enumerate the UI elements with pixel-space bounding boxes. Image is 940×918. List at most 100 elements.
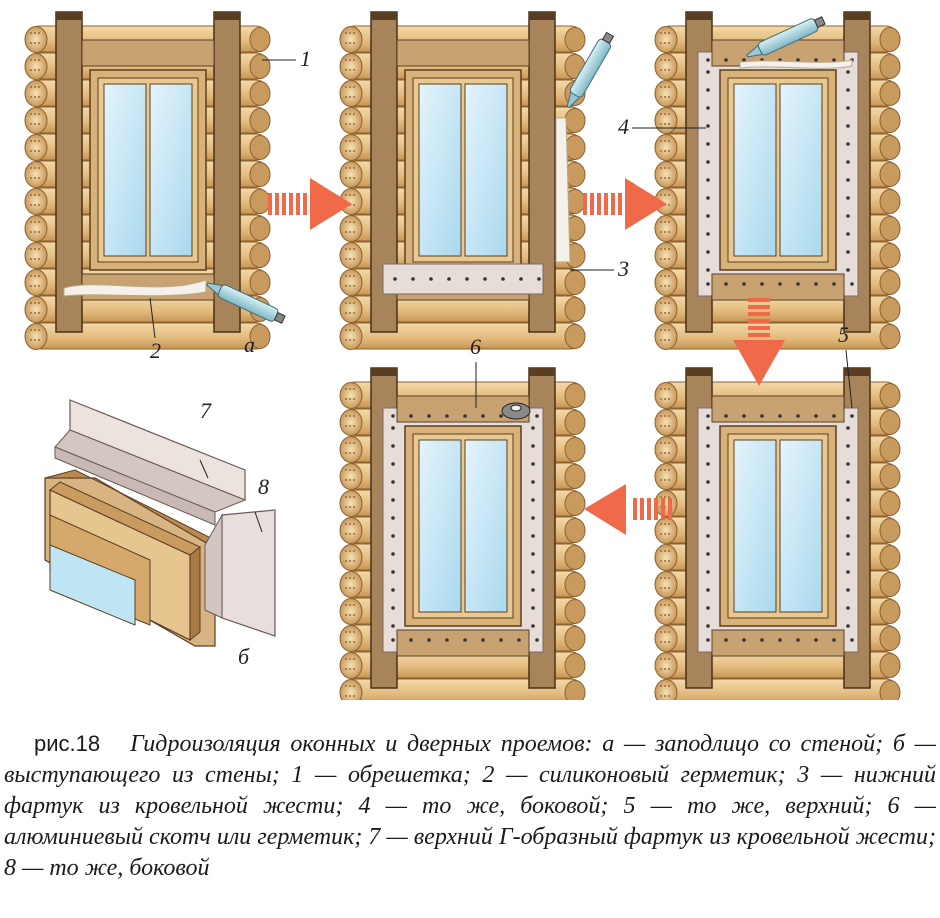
detail-b: [44, 399, 276, 647]
log-end: [654, 679, 678, 700]
log-grain: [664, 641, 666, 643]
log-grain: [353, 560, 355, 562]
log-end: [339, 296, 363, 323]
log-grain: [349, 329, 351, 331]
log-grain: [30, 167, 32, 169]
log-end: [339, 436, 363, 463]
log-grain: [34, 231, 36, 233]
log-grain: [660, 560, 662, 562]
nail: [391, 606, 395, 610]
log-end-right: [879, 437, 901, 462]
log-grain: [660, 415, 662, 417]
nail: [846, 196, 850, 200]
label-b: б: [238, 644, 250, 669]
log-grain: [353, 140, 355, 142]
nail: [531, 516, 535, 520]
log-grain: [660, 388, 662, 390]
tube-nozzle: [746, 44, 763, 58]
log-grain: [668, 442, 670, 444]
bottom-apron: [382, 263, 544, 295]
log-grain: [38, 123, 40, 125]
log-end-right: [879, 680, 901, 700]
log-grain: [664, 479, 666, 481]
log-grain: [660, 96, 662, 98]
log-grain: [664, 140, 666, 142]
log-grain: [668, 560, 670, 562]
log-grain: [349, 685, 351, 687]
log-grain: [34, 59, 36, 61]
log-grain: [30, 258, 32, 260]
log-end: [339, 679, 363, 700]
log-grain: [353, 258, 355, 260]
log-grain: [664, 69, 666, 71]
log-grain: [353, 452, 355, 454]
log-end: [654, 215, 678, 242]
log-end: [24, 107, 48, 134]
nail: [391, 444, 395, 448]
log-grain: [353, 275, 355, 277]
log-end-right: [249, 243, 271, 268]
log-grain: [345, 59, 347, 61]
nail: [391, 414, 395, 418]
log-grain: [668, 587, 670, 589]
log-grain: [345, 194, 347, 196]
log-end: [24, 215, 48, 242]
nail: [846, 552, 850, 556]
log-grain: [668, 204, 670, 206]
post-cap: [686, 368, 712, 376]
log-grain: [660, 177, 662, 179]
nail: [846, 178, 850, 182]
log-grain: [349, 587, 351, 589]
log-grain: [660, 285, 662, 287]
log-grain: [30, 150, 32, 152]
sealant-tube: [746, 16, 826, 58]
log-grain: [30, 42, 32, 44]
log-grain: [664, 658, 666, 660]
log-end: [654, 296, 678, 323]
log-grain: [30, 140, 32, 142]
log-grain: [38, 312, 40, 314]
log-grain: [668, 194, 670, 196]
panel-step-5: [339, 367, 586, 700]
nail: [445, 414, 449, 418]
glass-pane: [103, 83, 147, 257]
nail: [706, 58, 710, 62]
log-grain: [664, 329, 666, 331]
log-grain: [664, 523, 666, 525]
caption-prefix: рис.18: [34, 731, 101, 756]
log-end-right: [564, 626, 586, 651]
log-grain: [34, 285, 36, 287]
log-end: [339, 215, 363, 242]
log-grain: [349, 658, 351, 660]
log-grain: [664, 32, 666, 34]
log-grain: [353, 550, 355, 552]
log-grain: [30, 285, 32, 287]
nail: [531, 426, 535, 430]
nail: [760, 638, 764, 642]
log-grain: [668, 614, 670, 616]
log-end: [24, 323, 48, 350]
log-grain: [38, 32, 40, 34]
nail: [391, 552, 395, 556]
log-grain: [345, 685, 347, 687]
log-grain: [660, 695, 662, 697]
glass-pane: [779, 83, 823, 257]
log-grain: [349, 42, 351, 44]
nail: [724, 414, 728, 418]
log-grain: [345, 506, 347, 508]
log-grain: [345, 469, 347, 471]
log-grain: [664, 398, 666, 400]
log-grain: [345, 479, 347, 481]
log-grain: [38, 177, 40, 179]
log-grain: [345, 442, 347, 444]
nail: [706, 414, 710, 418]
log-end-right: [564, 135, 586, 160]
log-end-right: [249, 324, 271, 349]
log-grain: [353, 398, 355, 400]
nail: [832, 58, 836, 62]
nail: [706, 552, 710, 556]
log-grain: [349, 442, 351, 444]
log-grain: [30, 221, 32, 223]
nail: [411, 277, 415, 281]
